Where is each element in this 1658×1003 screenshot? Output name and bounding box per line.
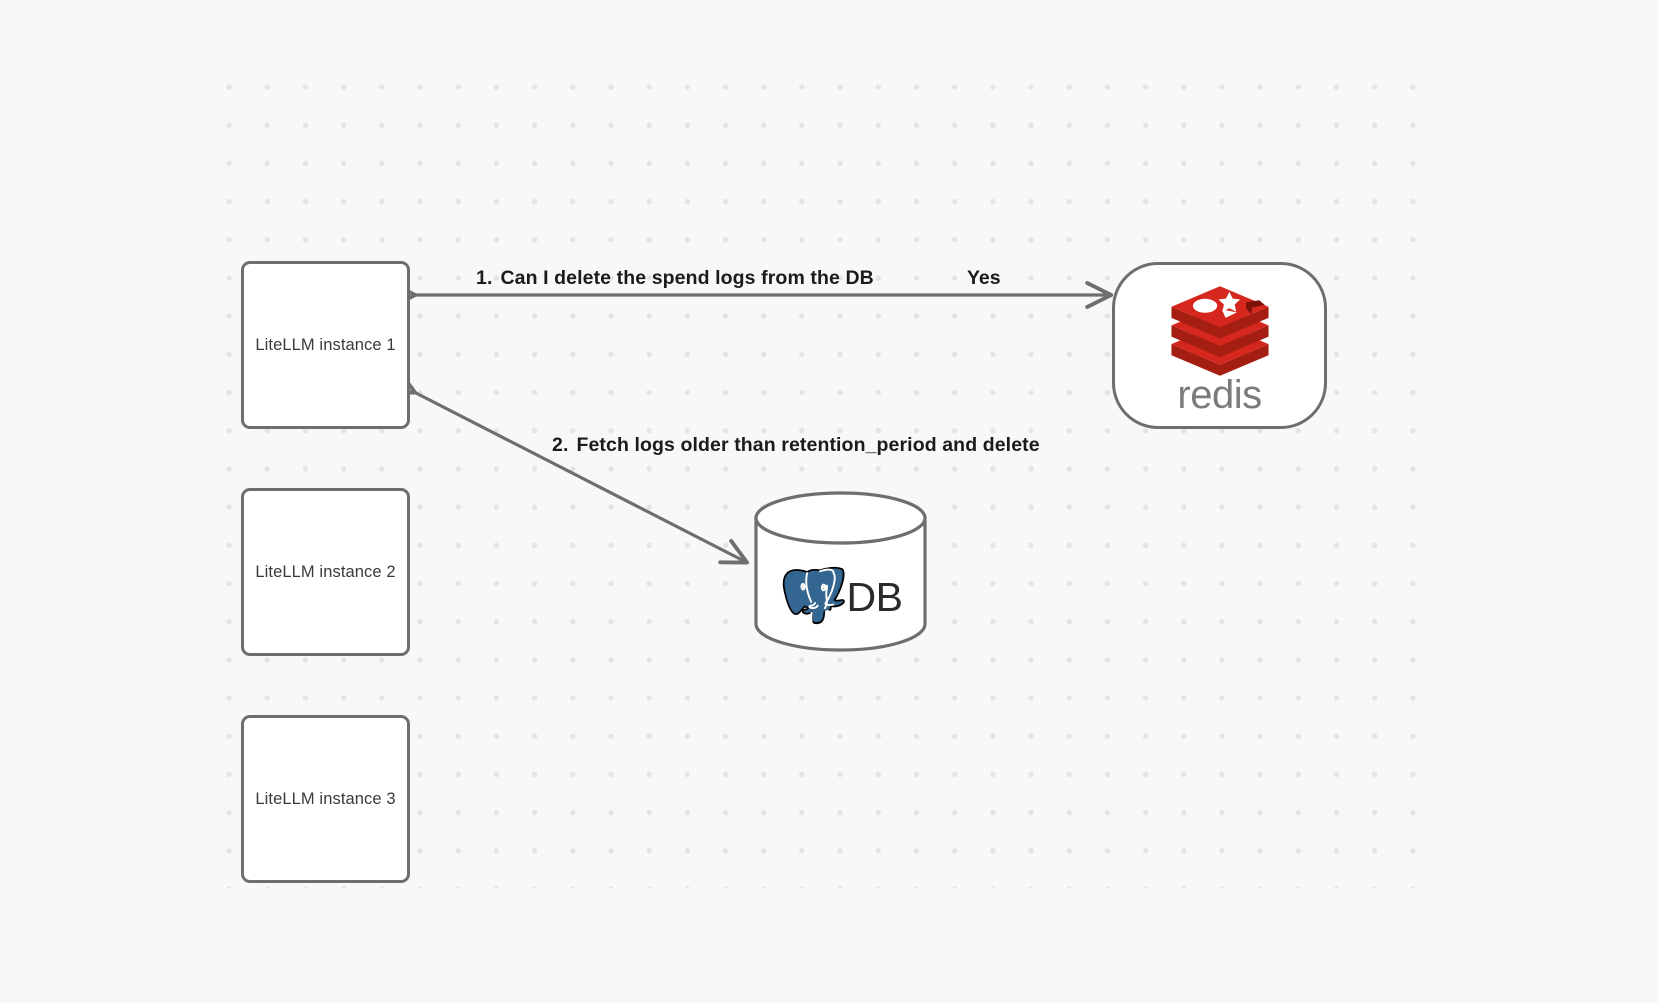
db-node-content: DB	[753, 542, 928, 652]
node-redis[interactable]: redis	[1112, 262, 1327, 429]
edge-label-db-fetch-text: Fetch logs older than retention_period a…	[576, 434, 1040, 456]
edge-label-redis-reply: Yes	[967, 267, 1001, 289]
edge-label-redis-query-text: Can I delete the spend logs from the DB	[500, 267, 874, 289]
node-litellm-instance-1-label: LiteLLM instance 1	[255, 335, 396, 354]
node-db[interactable]: DB	[753, 490, 928, 652]
edge-label-db-fetch-step: 2.	[552, 434, 569, 456]
edge-label-db-fetch: 2. Fetch logs older than retention_period…	[552, 434, 1040, 457]
node-litellm-instance-2[interactable]: LiteLLM instance 2	[241, 488, 410, 656]
node-litellm-instance-3-label: LiteLLM instance 3	[255, 789, 396, 808]
node-litellm-instance-1[interactable]: LiteLLM instance 1	[241, 261, 410, 429]
node-litellm-instance-3[interactable]: LiteLLM instance 3	[241, 715, 410, 883]
node-litellm-instance-2-label: LiteLLM instance 2	[255, 562, 396, 581]
redis-stack-logo-icon	[1170, 285, 1269, 376]
edge-db-fetch-line	[386, 369, 749, 565]
db-node-label: DB	[846, 573, 903, 620]
redis-wordmark: redis	[1177, 372, 1262, 417]
edge-label-redis-query: 1. Can I delete the spend logs from the D…	[476, 267, 874, 290]
edge-label-redis-query-step: 1.	[476, 267, 493, 289]
postgresql-elephant-icon	[782, 566, 845, 627]
